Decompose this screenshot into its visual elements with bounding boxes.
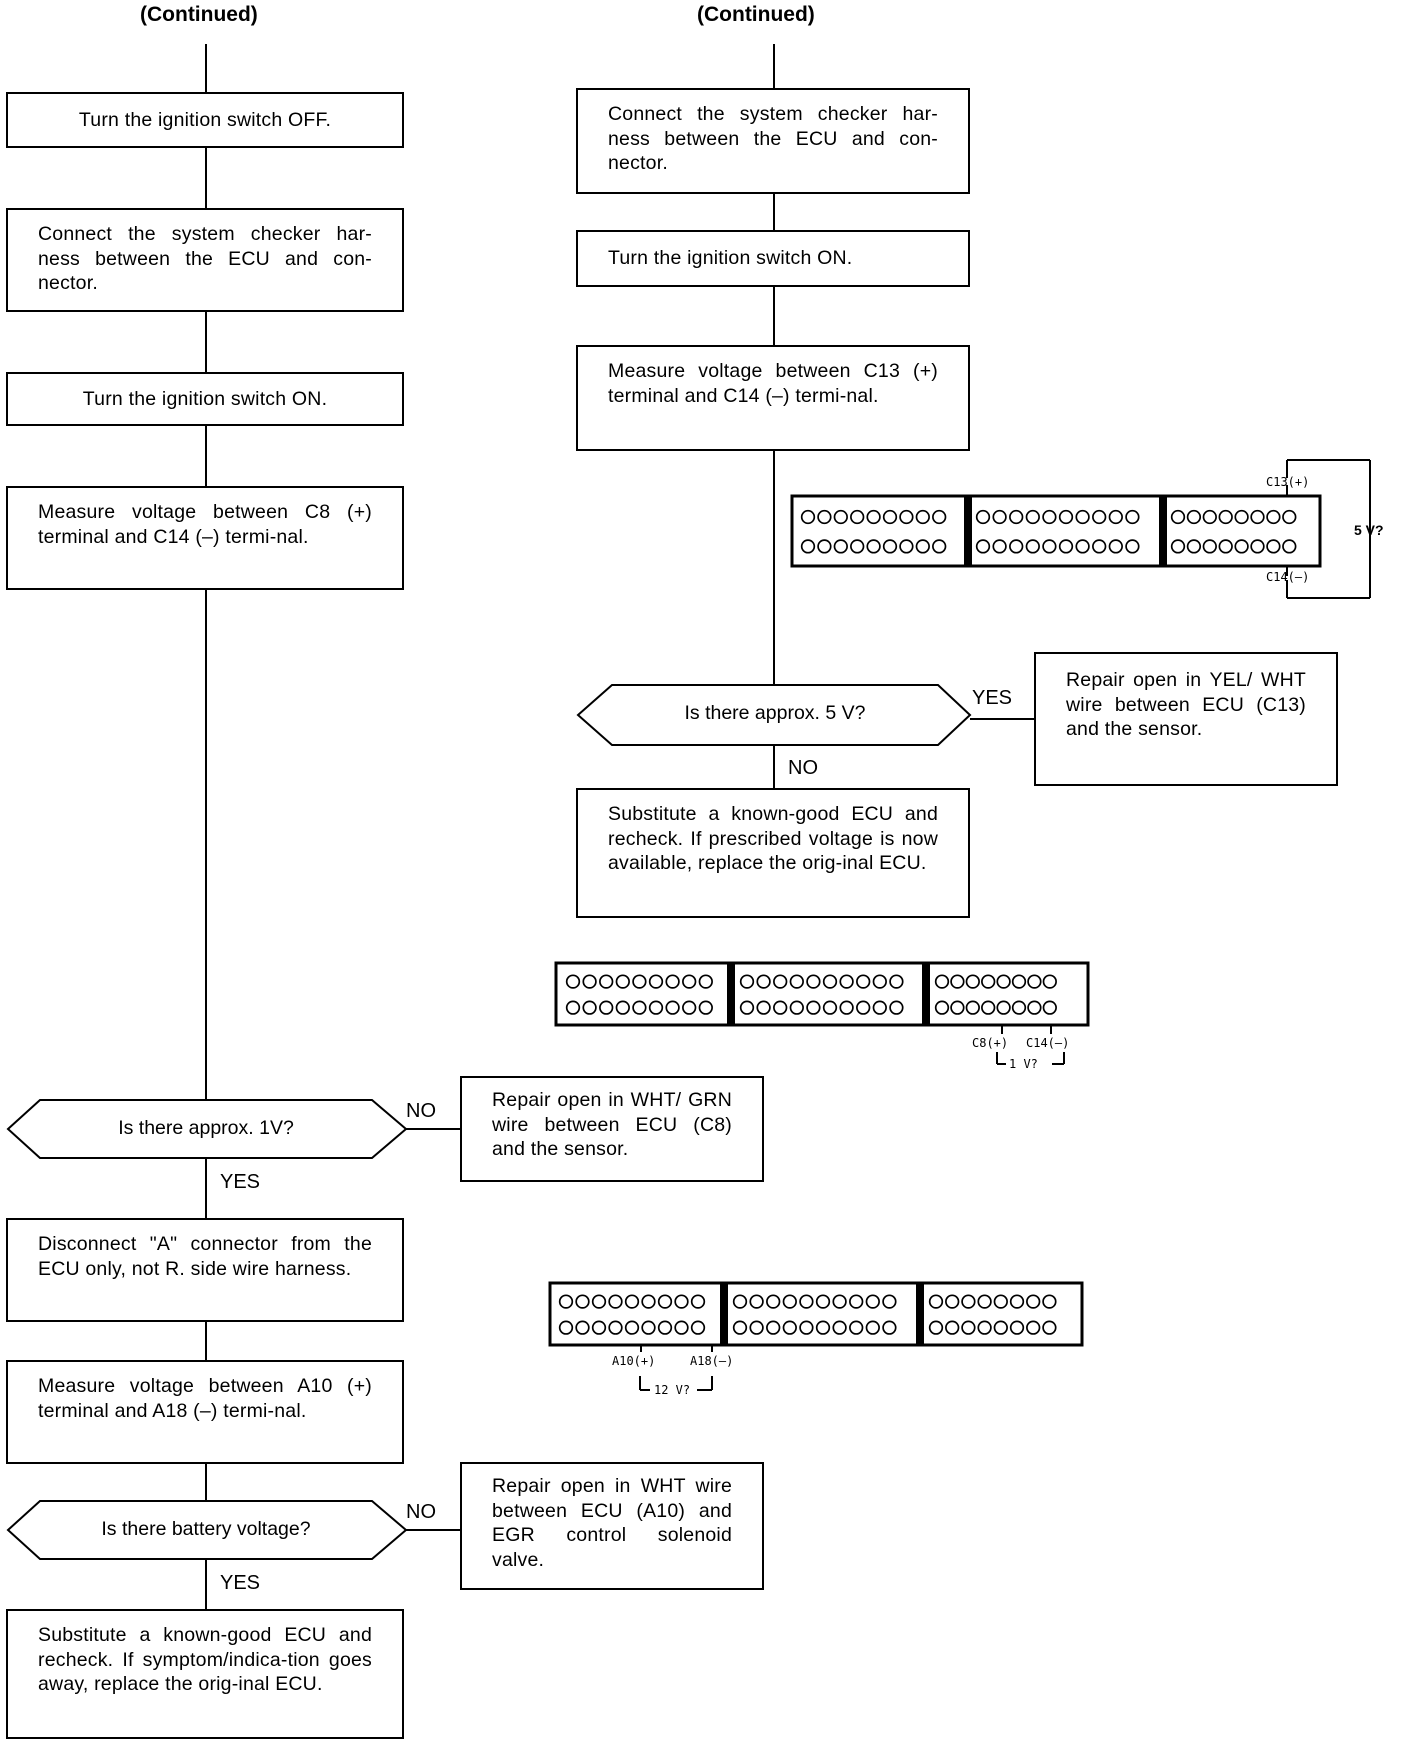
decision-hexagon-5v xyxy=(576,684,972,746)
decision-hexagon-battery xyxy=(6,1500,408,1560)
no-label-1v: NO xyxy=(406,1100,436,1122)
action-repair-wht-grn: Repair open in WHT/ GRN wire between ECU… xyxy=(460,1076,764,1182)
c2-pin-a-label: C8(+) xyxy=(972,1036,1009,1050)
decision-question-1v: Is there approx. 1V? xyxy=(118,1117,294,1139)
c1-pin-b-label: C14(–) xyxy=(1266,570,1310,584)
action-repair-wht-wire: Repair open in WHT wire between ECU (A10… xyxy=(460,1462,764,1590)
step-ignition-on-right: Turn the ignition switch ON. xyxy=(576,230,970,287)
c2-voltage-label: 1 V? xyxy=(1009,1057,1038,1071)
step-measure-a10: Measure voltage between A10 (+) terminal… xyxy=(6,1360,404,1464)
c3-pin-a-label: A10(+) xyxy=(612,1354,656,1368)
connector-c8-c14 xyxy=(554,961,1090,1027)
no-label-battery: NO xyxy=(406,1501,436,1523)
c1-pin-a-label: C13(+) xyxy=(1266,475,1310,489)
yes-label-battery: YES xyxy=(220,1572,261,1594)
left-continued-header: (Continued) xyxy=(140,3,258,26)
connector-a10-a18 xyxy=(548,1281,1084,1347)
decision-question-battery: Is there battery voltage? xyxy=(101,1518,311,1540)
c1-voltage-label: 5 V? xyxy=(1354,522,1384,538)
decision-hexagon-1v xyxy=(6,1099,408,1159)
step-connect-harness-left: Connect the system checker har-ness betw… xyxy=(6,208,404,312)
connector-c13-c14 xyxy=(790,494,1322,568)
c3-voltage-label: 12 V? xyxy=(654,1383,691,1397)
action-repair-yel-wht: Repair open in YEL/ WHT wire between ECU… xyxy=(1034,652,1338,786)
c2-pin-b-label: C14(–) xyxy=(1026,1036,1070,1050)
c3-pin-b-label: A18(–) xyxy=(690,1354,734,1368)
step-ignition-on-left: Turn the ignition switch ON. xyxy=(6,372,404,426)
no-label-5v: NO xyxy=(788,757,818,779)
step-disconnect-a-connector: Disconnect "A" connector from the ECU on… xyxy=(6,1218,404,1322)
final-substitute-ecu-left: Substitute a known-good ECU and recheck.… xyxy=(6,1609,404,1739)
yes-label-5v: YES xyxy=(972,687,1013,709)
right-continued-header: (Continued) xyxy=(697,3,815,26)
yes-label-1v: YES xyxy=(220,1171,261,1193)
step-ignition-off: Turn the ignition switch OFF. xyxy=(6,92,404,148)
final-substitute-ecu-right: Substitute a known-good ECU and recheck.… xyxy=(576,788,970,918)
decision-question-5v: Is there approx. 5 V? xyxy=(684,702,866,724)
step-connect-harness-right: Connect the system checker har-ness betw… xyxy=(576,88,970,194)
step-measure-c13: Measure voltage between C13 (+) terminal… xyxy=(576,345,970,451)
step-measure-c8: Measure voltage between C8 (+) terminal … xyxy=(6,486,404,590)
